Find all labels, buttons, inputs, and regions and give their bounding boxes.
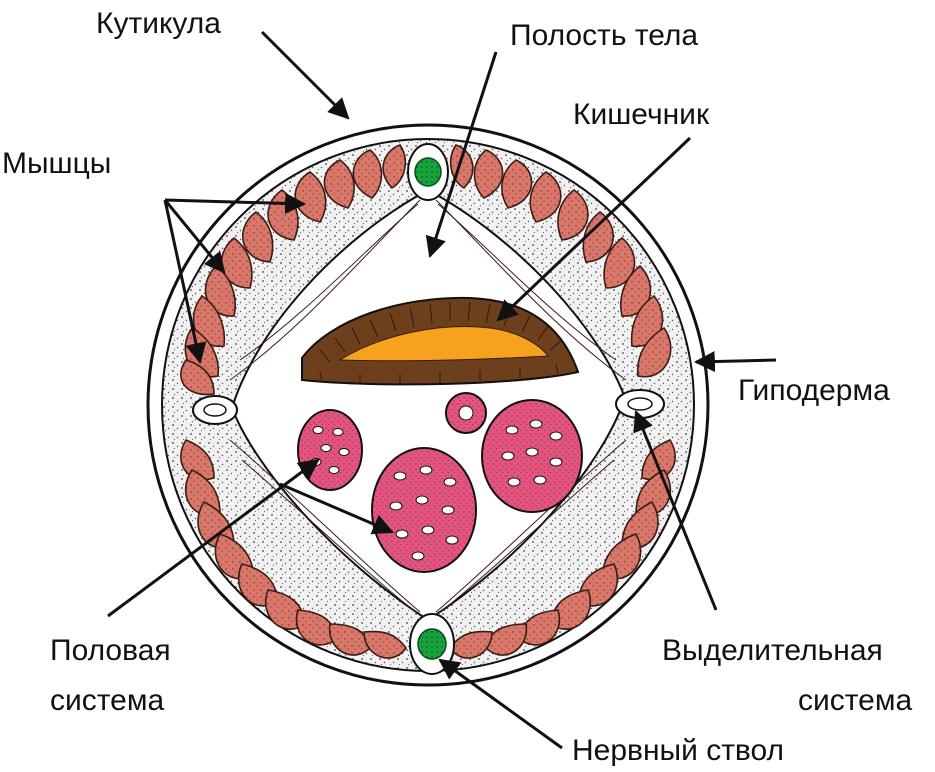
gonad-left (298, 410, 362, 490)
label-body-cavity: Полость тела (510, 19, 698, 52)
label-hypodermis: Гиподерма (738, 374, 890, 407)
label-reproductive-line2: система (50, 684, 164, 717)
gonad-small-top (446, 393, 486, 433)
label-muscles: Мышцы (2, 147, 111, 180)
label-reproductive-line1: Половая (50, 634, 171, 667)
arrow-cuticle (262, 32, 348, 118)
label-intestine: Кишечник (573, 98, 710, 131)
dorsal-nerve-trunk (408, 144, 448, 200)
excretory-canal-left (193, 396, 237, 424)
label-cuticle: Кутикула (96, 7, 221, 40)
arrow-hypodermis (696, 360, 776, 362)
excretory-canal-right (616, 390, 664, 418)
label-excretory-line1: Выделительная (662, 634, 883, 667)
label-nerve-trunk: Нервный ствол (572, 734, 784, 767)
label-excretory-line2: система (798, 684, 912, 717)
gonad-right (482, 400, 582, 512)
gonad-center (372, 448, 476, 572)
